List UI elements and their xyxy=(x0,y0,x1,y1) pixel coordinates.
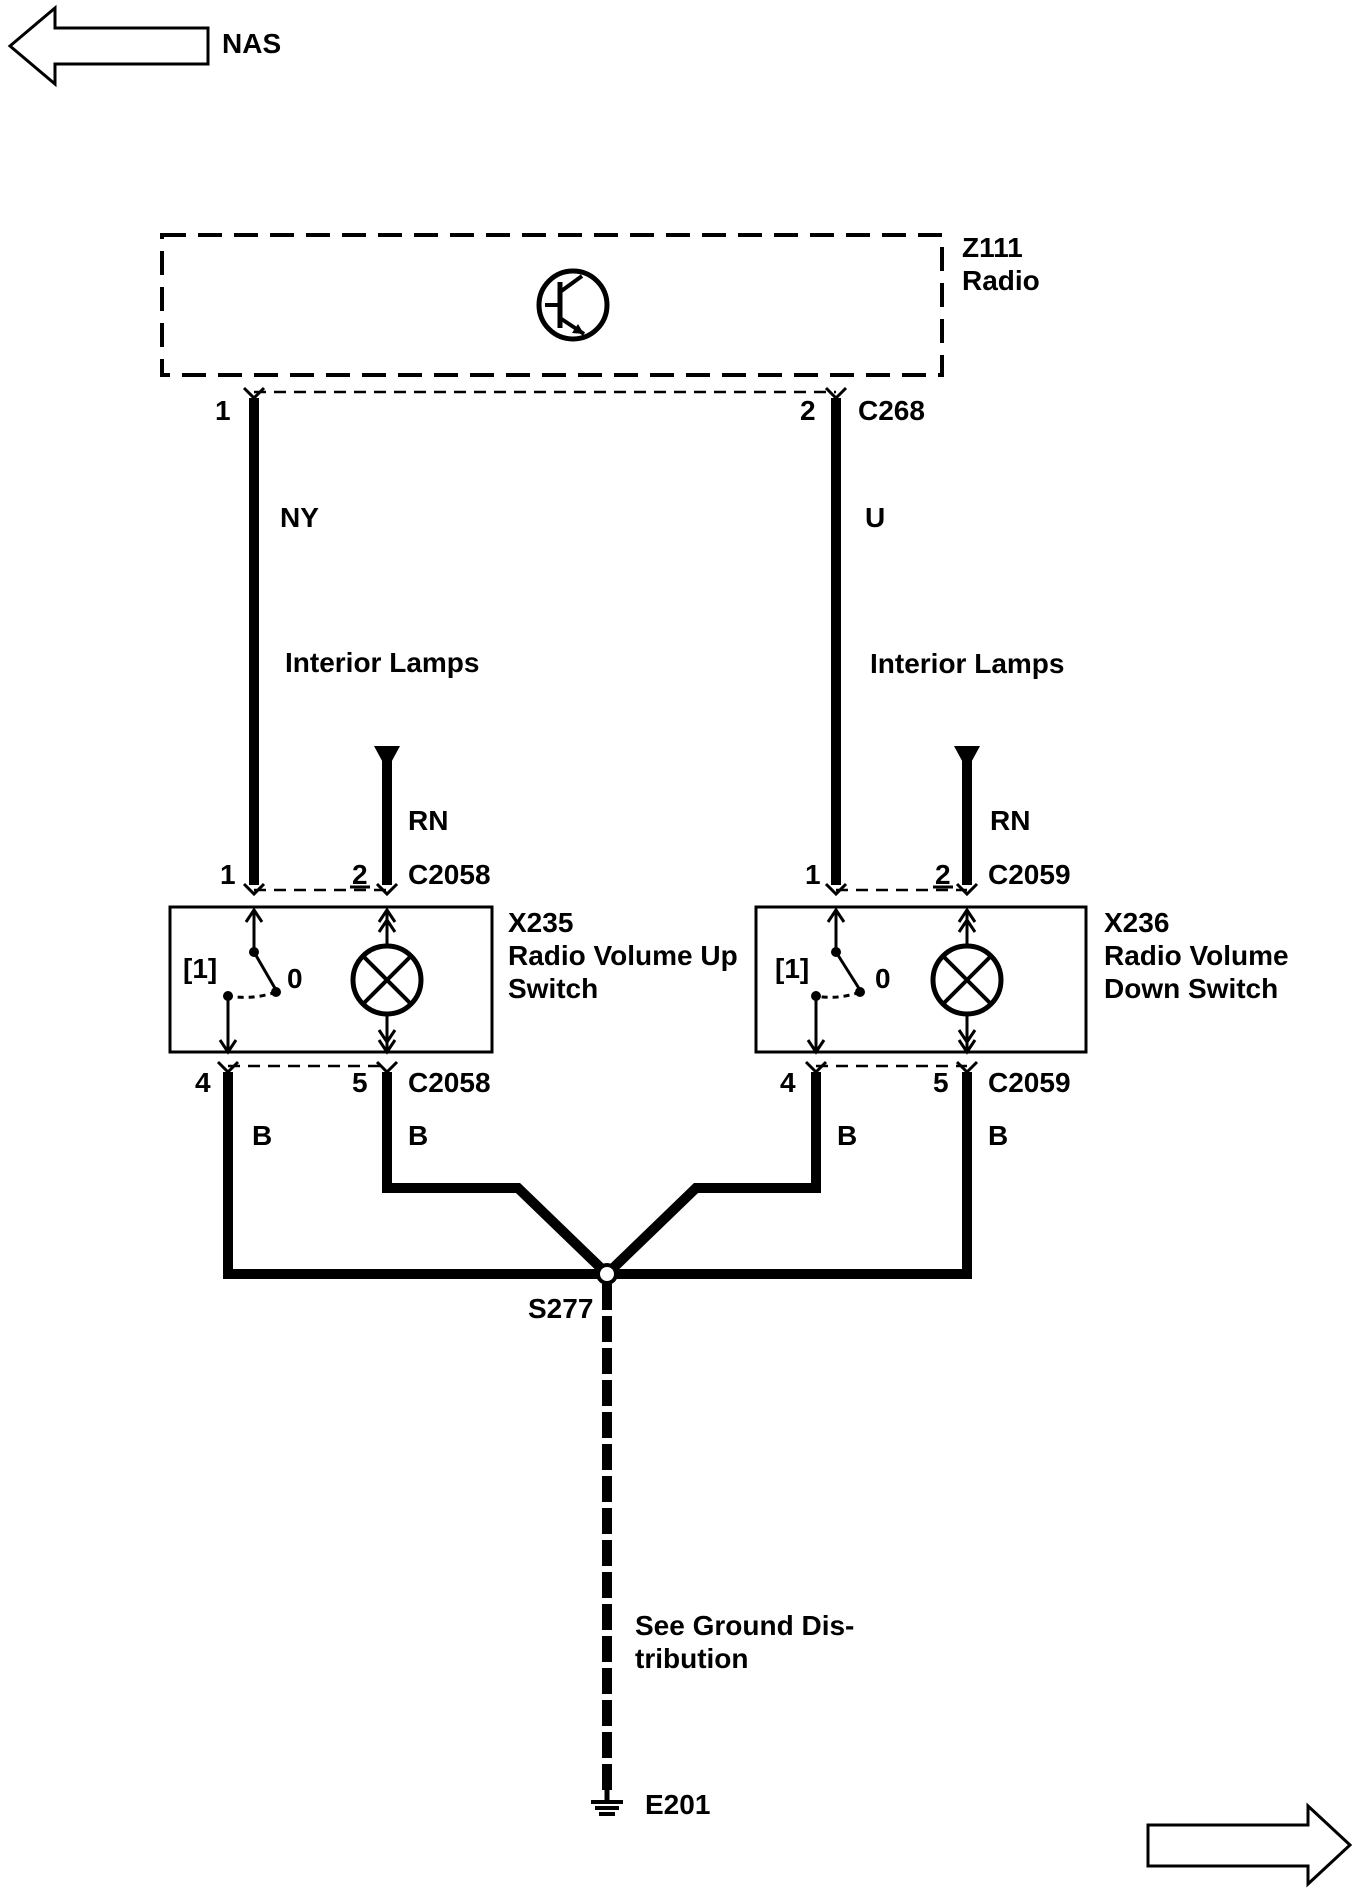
x235-pin-5: 5 xyxy=(352,1067,368,1098)
x236-id: X236 xyxy=(1104,907,1169,938)
x235-pin-1: 1 xyxy=(220,859,236,890)
nav-left-arrow[interactable]: NAS xyxy=(7,4,281,88)
x236-top-connector: C2059 xyxy=(988,859,1071,890)
rn-left-arrow-icon xyxy=(374,746,400,770)
pin-marker xyxy=(375,882,399,897)
x236-pin-4: 4 xyxy=(780,1067,796,1098)
lamp-icon xyxy=(930,943,1004,1017)
radio-name: Radio xyxy=(962,265,1040,296)
nas-label: NAS xyxy=(222,28,281,59)
x236-pos-on: [1] xyxy=(775,953,809,984)
wire-ny-label: NY xyxy=(280,502,319,533)
wire-b-left-outer xyxy=(223,1072,607,1279)
b-right-outer-label: B xyxy=(988,1120,1008,1151)
x236-pin-5: 5 xyxy=(933,1067,949,1098)
left-arrow-icon xyxy=(7,4,210,88)
ground-icon xyxy=(591,1790,623,1816)
radio-module: Z111 Radio xyxy=(160,232,1040,377)
ground-id: E201 xyxy=(645,1789,710,1820)
rn-left-label: RN xyxy=(408,805,448,836)
right-arrow-icon xyxy=(1146,1802,1353,1888)
wire-b-right-outer xyxy=(607,1072,972,1279)
x235-pin-2: 2 xyxy=(352,859,368,890)
pin-marker xyxy=(242,882,266,897)
wire-b-left-inner xyxy=(382,1072,611,1278)
wire-b-right-inner xyxy=(603,1072,821,1278)
x236-name-1: Radio Volume xyxy=(1104,940,1289,971)
radio-id: Z111 xyxy=(962,232,1023,263)
x236-name-2: Down Switch xyxy=(1104,973,1278,1004)
x235-box xyxy=(168,905,494,1054)
wire-u-label: U xyxy=(865,502,885,533)
b-left-inner-label: B xyxy=(408,1120,428,1151)
radio-pin-2: 2 xyxy=(800,395,816,426)
radio-connector-label: C268 xyxy=(858,395,925,426)
b-left-outer-label: B xyxy=(252,1120,272,1151)
ground-note-1: See Ground Dis- xyxy=(635,1610,854,1641)
x235-top-connector: C2058 xyxy=(408,859,491,890)
pin-marker xyxy=(955,882,979,897)
ground-note-2: tribution xyxy=(635,1643,749,1674)
x235-pin-4: 4 xyxy=(195,1067,211,1098)
splice-label: S277 xyxy=(528,1293,593,1324)
x235-id: X235 xyxy=(508,907,573,938)
x235-pos-on: [1] xyxy=(183,953,217,984)
switch-x235: 1 2 C2058 [1] 0 X235 Radio Volume Up xyxy=(168,859,738,1098)
rn-right-arrow-icon xyxy=(954,746,980,770)
x235-pos-off: 0 xyxy=(287,963,303,994)
x235-bottom-connector: C2058 xyxy=(408,1067,491,1098)
x236-bottom-connector: C2059 xyxy=(988,1067,1071,1098)
rn-right-label: RN xyxy=(990,805,1030,836)
lamp-icon xyxy=(350,943,424,1017)
radio-box xyxy=(160,233,944,377)
left-circuit-label: Interior Lamps xyxy=(285,647,479,678)
switch-x236: 1 2 C2059 [1] 0 X236 Radio Volume xyxy=(754,859,1289,1098)
x236-pin-2: 2 xyxy=(935,859,951,890)
radio-pin-1: 1 xyxy=(215,395,231,426)
splice-s277 xyxy=(596,1263,618,1285)
b-right-inner-label: B xyxy=(837,1120,857,1151)
pin-marker xyxy=(375,1060,399,1075)
x235-name-2: Switch xyxy=(508,973,598,1004)
x235-name-1: Radio Volume Up xyxy=(508,940,738,971)
x236-box xyxy=(754,905,1088,1054)
pin-marker xyxy=(824,882,848,897)
x236-pos-off: 0 xyxy=(875,963,891,994)
right-circuit-label: Interior Lamps xyxy=(870,648,1064,679)
x236-pin-1: 1 xyxy=(805,859,821,890)
nav-right-arrow[interactable] xyxy=(1146,1802,1353,1888)
transistor-icon xyxy=(536,268,610,342)
